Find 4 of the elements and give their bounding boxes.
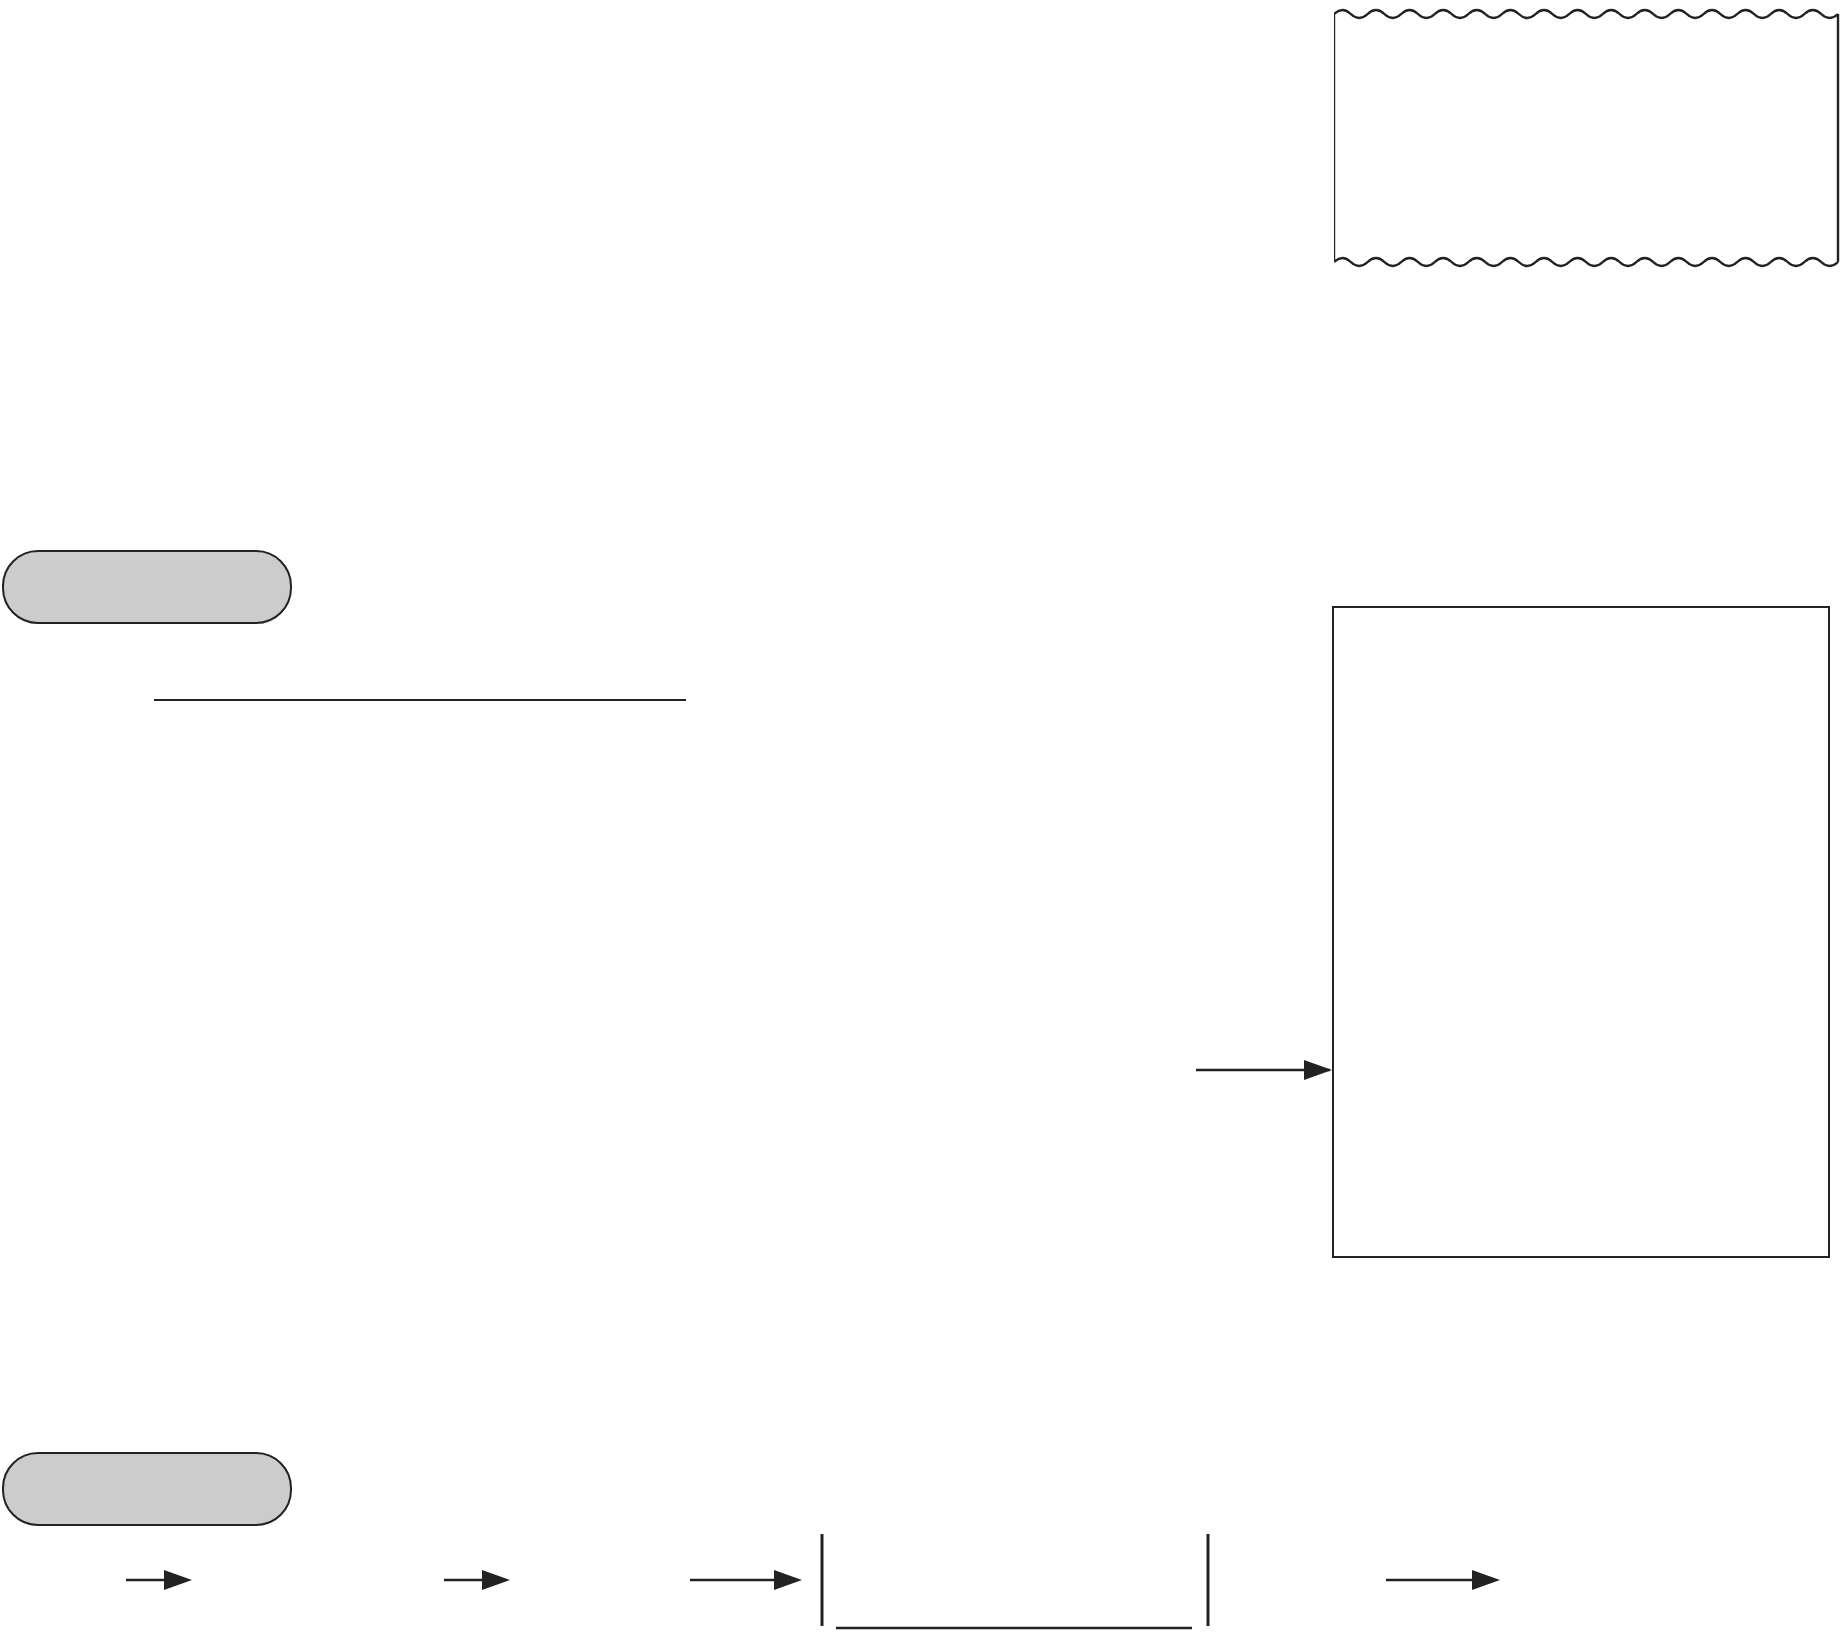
- rounded-label-box: [2, 1452, 292, 1526]
- arrow: [1196, 1060, 1332, 1080]
- display-box: [1332, 606, 1830, 1258]
- rounded-label-box: [2, 550, 292, 624]
